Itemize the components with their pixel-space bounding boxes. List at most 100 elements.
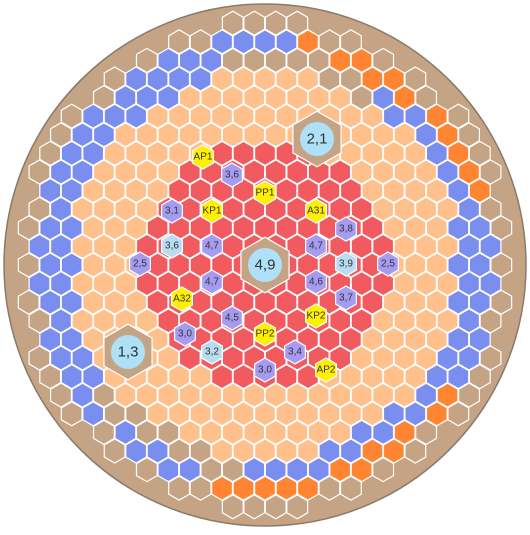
- hex-cell: [71, 382, 94, 408]
- hex-cell: [221, 419, 244, 446]
- hex-cell: [458, 159, 481, 185]
- light-blue-cell-label: 3,2: [205, 347, 219, 358]
- hex-cell: [468, 326, 491, 353]
- hex-cell: [350, 233, 373, 260]
- hex-cell: [404, 103, 427, 129]
- hex-cell: [243, 456, 266, 483]
- hex-cell: [296, 66, 319, 92]
- hex-cell: [39, 363, 62, 390]
- hex-cell: [157, 308, 180, 334]
- hex-cell: [221, 196, 244, 222]
- hex-cell: [393, 308, 416, 334]
- hex-cell: [114, 122, 137, 148]
- hex-cell: [146, 438, 169, 464]
- purple-cell: 4,6: [305, 269, 327, 295]
- hex-cell: [254, 475, 276, 501]
- hex-cell: [39, 140, 62, 167]
- hex-cell: [60, 363, 83, 390]
- hex-cell: [425, 401, 448, 427]
- hex-cell: [82, 289, 105, 315]
- hex-cell: [264, 456, 287, 483]
- hex-cell: [296, 401, 319, 427]
- hex-cell: [458, 233, 481, 260]
- hex-cell: [189, 252, 212, 278]
- hex-cell: [468, 289, 491, 315]
- hex-cell: [415, 270, 438, 297]
- purple-cell: 3,8: [335, 216, 357, 242]
- hex-cell: [393, 122, 416, 148]
- hex-cell: [372, 308, 395, 334]
- light-blue-cell-hex: [161, 233, 183, 259]
- hex-cell: [232, 140, 255, 167]
- hex-cell: [49, 159, 72, 185]
- hex-cell: [28, 159, 51, 185]
- hex-cell: [382, 289, 405, 315]
- hex-cell: [361, 438, 384, 464]
- hex-cell: [135, 47, 158, 74]
- hex-cell: [275, 66, 298, 92]
- hex-cell: [168, 140, 191, 167]
- purple-cell-label: 3,4: [288, 347, 302, 358]
- hex-cell: [436, 233, 459, 260]
- yellow-cell-hex: [305, 303, 327, 329]
- hex-cell: [329, 159, 352, 185]
- hex-cell: [92, 84, 115, 111]
- hex-cell: [468, 177, 491, 204]
- hex-cell: [178, 419, 201, 446]
- hex-cell: [103, 438, 126, 464]
- hex-cell: [60, 401, 83, 427]
- hex-cell: [415, 122, 438, 148]
- hex-cell: [350, 159, 373, 185]
- purple-cell: 4,7: [201, 233, 223, 259]
- hex-cell: [82, 103, 105, 129]
- hex-cell: [458, 382, 481, 408]
- hex-cell: [264, 159, 287, 185]
- light-blue-cell: 3,2: [201, 339, 223, 365]
- hex-cell: [49, 233, 72, 260]
- hex-cell: [221, 47, 244, 74]
- hex-cell: [17, 289, 40, 315]
- hex-cell: [404, 140, 427, 167]
- yellow-cell-hex: [192, 144, 214, 170]
- hex-cell: [200, 419, 223, 446]
- hex-cell: [103, 215, 126, 241]
- hex-cell: [361, 289, 384, 315]
- hex-cell: [307, 456, 330, 483]
- hex-cell: [92, 233, 115, 260]
- hex-cell: [232, 363, 255, 390]
- hex-cell: [243, 494, 266, 520]
- hex-cell: [189, 177, 212, 204]
- hex-cell: [436, 270, 459, 297]
- hex-cell: [425, 363, 448, 390]
- yellow-cell: KP2: [305, 303, 327, 329]
- hex-cell: [425, 177, 448, 204]
- hex-cell: [479, 345, 502, 371]
- hex-cell: [254, 289, 276, 315]
- hex-cell: [49, 196, 72, 222]
- hex-cell: [146, 66, 169, 92]
- hex-cell: [329, 419, 352, 446]
- yellow-cell-hex: [171, 286, 193, 312]
- hex-cell: [211, 140, 234, 167]
- hex-cell: [135, 196, 158, 222]
- hex-cell: [211, 29, 234, 55]
- hex-cell: [468, 252, 491, 278]
- hex-cell: [372, 382, 395, 408]
- hex-cell: [296, 438, 319, 464]
- hex-cell: [17, 215, 40, 241]
- hex-cell: [372, 122, 395, 148]
- hex-cell: [60, 177, 83, 204]
- hex-cell: [425, 289, 448, 315]
- hex-cell: [458, 270, 481, 297]
- hex-cell: [157, 382, 180, 408]
- hex-cell: [135, 159, 158, 185]
- yellow-cell: AP2: [315, 357, 337, 383]
- hex-cell: [125, 177, 148, 204]
- hex-cell: [382, 326, 405, 353]
- hex-cell: [329, 47, 352, 74]
- yellow-cell: PP1: [254, 180, 276, 206]
- hex-cell: [232, 475, 255, 501]
- hex-cell: [264, 382, 287, 408]
- purple-cell: 3,7: [335, 285, 357, 311]
- hex-cell: [71, 270, 94, 297]
